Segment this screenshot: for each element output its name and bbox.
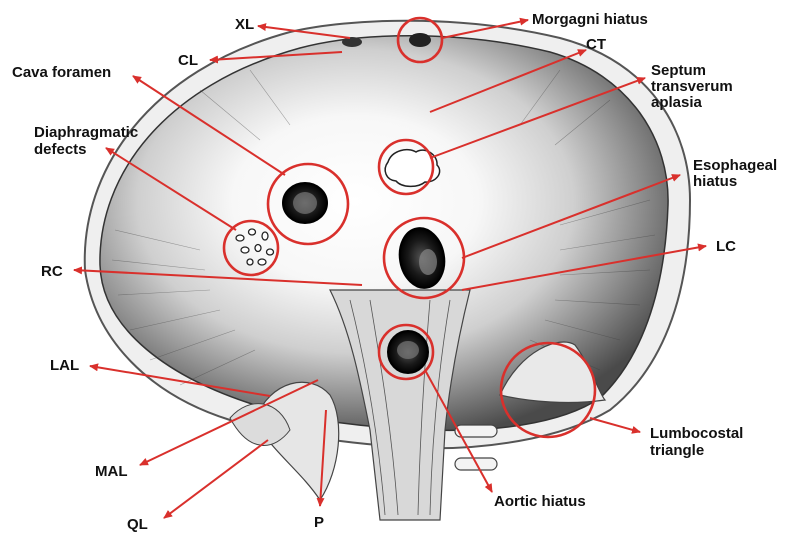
label-defects-line-2: defects [34, 141, 87, 158]
label-defects-line-1: Diaphragmatic [34, 124, 139, 141]
label-lal: LAL [50, 357, 80, 374]
septum-leader [429, 77, 646, 159]
muscle-striations [111, 69, 656, 386]
leader-lines [73, 17, 707, 519]
morgagni-hiatus-shape [409, 33, 431, 47]
label-mal: MAL [95, 463, 128, 480]
esophageal-hiatus-lumen [419, 249, 437, 275]
label-lumbocostal-line-1: Lumbocostal [650, 425, 744, 442]
cava-foramen-lumen [293, 192, 317, 214]
lumbocostal-leader [589, 417, 641, 434]
label-esophageal-line-1: Esophageal [693, 157, 778, 174]
cava-leader [132, 75, 286, 176]
aortic-leader [424, 369, 493, 493]
aortic-hiatus-lumen [397, 341, 419, 359]
morgagni-leader [441, 17, 529, 39]
diaphragmatic-defects-circle [222, 219, 280, 277]
label-septum-line-3: aplasia [651, 94, 702, 111]
label-cl: CL [178, 52, 198, 69]
aortic-hiatus-circle [377, 323, 435, 381]
label-esophageal-line-2: hiatus [693, 173, 738, 190]
rc-leader [73, 266, 363, 286]
label-ct: CT [586, 36, 606, 53]
septum-aplasia-circle [377, 138, 435, 196]
xl-leader [257, 23, 351, 39]
label-aortic-hiatus: Aortic hiatus [494, 493, 586, 510]
lumbocostal-triangle-circle [499, 341, 597, 439]
label-xl: XL [235, 16, 255, 33]
label-lumbocostal-line-2: triangle [650, 442, 705, 459]
xiphoid-notch-shape [342, 37, 362, 47]
cl-leader [209, 51, 343, 64]
crura-fibers [349, 299, 451, 516]
diaphragmatic-defects-dots [235, 228, 275, 266]
label-septum-line-1: Septum [651, 62, 707, 79]
ql-leader [163, 439, 269, 519]
ct-leader [429, 49, 587, 113]
label-morgagni-hiatus: Morgagni hiatus [532, 11, 648, 28]
crura-spine [329, 289, 471, 521]
septum-aplasia-shape [384, 149, 441, 188]
p-leader [316, 409, 327, 507]
lc-leader [461, 243, 707, 291]
label-septum-line-2: transverum [651, 78, 733, 95]
cava-foramen-circle [266, 162, 350, 246]
label-p: P [314, 514, 325, 531]
label-lc: LC [716, 238, 736, 255]
mal-leader [139, 379, 319, 466]
label-rc: RC [41, 263, 63, 280]
lal-leader [89, 363, 271, 397]
defects-leader [105, 147, 237, 231]
label-cava-foramen: Cava foramen [12, 64, 112, 81]
label-ql: QL [127, 516, 148, 533]
morgagni-hiatus-circle [396, 16, 444, 64]
esophageal-leader [461, 174, 681, 259]
